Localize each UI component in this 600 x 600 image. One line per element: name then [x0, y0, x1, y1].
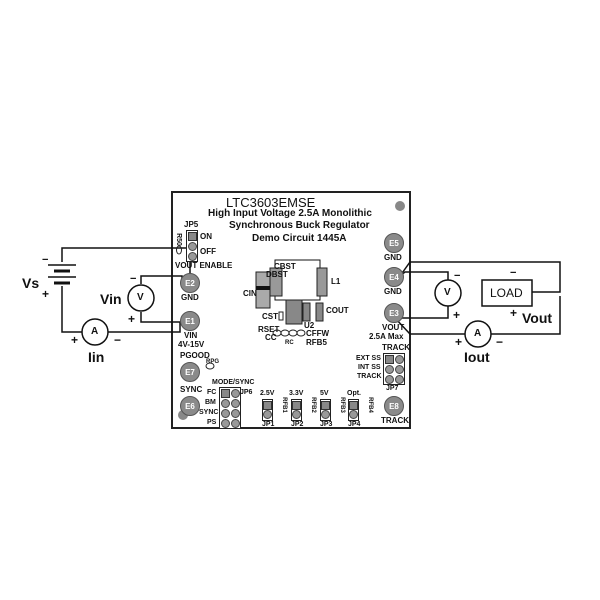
- terminal-e4[interactable]: E4: [384, 267, 404, 287]
- rset-label: RSET: [258, 325, 280, 334]
- vout-max: 2.5A Max: [369, 332, 404, 341]
- l1-label: L1: [331, 277, 341, 286]
- e1-label: VIN: [184, 331, 198, 340]
- sync-label: SYNC: [180, 385, 203, 394]
- cst-label: CST: [262, 312, 278, 321]
- jp5-off: OFF: [200, 247, 216, 256]
- jp6-label: JP6: [240, 389, 253, 396]
- vin-plus: +: [128, 312, 136, 326]
- terminal-e6[interactable]: E6: [180, 396, 200, 416]
- e2-label: GND: [181, 293, 199, 302]
- vin-voltmeter: V: [137, 292, 144, 303]
- iin-label: Iin: [88, 349, 105, 365]
- jp5-on: ON: [200, 232, 212, 241]
- cout-label: COUT: [326, 306, 349, 315]
- jp3-voltage: 5V: [320, 390, 329, 397]
- cc-label: CC: [265, 333, 277, 342]
- part-number: LTC3603EMSE: [226, 195, 316, 210]
- jp6-title: MODE/SYNC: [212, 379, 255, 386]
- vout-minus: −: [454, 270, 461, 282]
- rfb1-label: RFB1: [280, 397, 287, 413]
- pgood-label: PGOOD: [180, 351, 210, 360]
- jp1-label: JP1: [262, 421, 275, 428]
- iout-plus: +: [455, 335, 463, 349]
- jp2-voltage: 3.3V: [289, 390, 304, 397]
- jp7-title: TRACK: [382, 343, 410, 352]
- iin-plus: +: [71, 333, 79, 347]
- jp4-label: JP4: [348, 421, 361, 428]
- rc-label: RC: [285, 340, 294, 346]
- cin-label: CIN: [243, 289, 257, 298]
- jp6-header[interactable]: [219, 387, 241, 429]
- vout-plus: +: [453, 308, 461, 322]
- e5-label: GND: [384, 253, 402, 262]
- dbst-label: DBST: [266, 270, 288, 279]
- iin-ammeter: A: [91, 326, 99, 337]
- jp4-voltage: Opt.: [347, 390, 361, 397]
- rfb4-label: RFB4: [366, 397, 373, 413]
- terminal-e5[interactable]: E5: [384, 233, 404, 253]
- jp6-row: SYNC: [199, 409, 219, 416]
- jp6-row: PS: [207, 419, 217, 426]
- terminal-e3[interactable]: E3: [384, 303, 404, 323]
- jp6-row: BM: [205, 399, 216, 406]
- vout-voltmeter: V: [444, 287, 451, 298]
- e4-label: GND: [384, 287, 402, 296]
- iout-minus: −: [496, 335, 504, 349]
- terminal-e7[interactable]: E7: [180, 362, 200, 382]
- e8-label: TRACK: [381, 416, 409, 425]
- board-title-2: Synchronous Buck Regulator: [229, 220, 370, 231]
- u2-label: U2: [304, 321, 315, 330]
- jp7-header[interactable]: [383, 353, 405, 385]
- load-minus: −: [510, 267, 517, 279]
- r50-label: R50: [174, 233, 182, 246]
- iin-minus: −: [114, 333, 122, 347]
- iout-ammeter: A: [474, 328, 482, 339]
- jp5-label: JP5: [184, 220, 199, 229]
- rfb2-label: RFB2: [309, 397, 316, 413]
- cbst-label: CBST: [274, 262, 296, 271]
- vin-range: 4V-15V: [178, 340, 205, 349]
- load-plus: +: [510, 306, 518, 320]
- iout-label: Iout: [464, 349, 490, 365]
- vin-meter-label: Vin: [100, 291, 122, 307]
- jp7-row: INT SS: [358, 364, 381, 371]
- terminal-e2[interactable]: E2: [180, 273, 200, 293]
- jp5-header[interactable]: [186, 230, 198, 262]
- jp1-voltage: 2.5V: [260, 390, 275, 397]
- rfb3-label: RFB3: [338, 397, 345, 413]
- jp5-caption: VOUT ENABLE: [175, 261, 233, 270]
- board-title-3: Demo Circuit 1445A: [252, 233, 347, 244]
- load-box: LOAD: [490, 286, 523, 300]
- vout-meter-label: Vout: [522, 310, 553, 326]
- rfb5-label: RFB5: [306, 338, 327, 347]
- rpg-label: RPG: [206, 359, 220, 365]
- jp3-label: JP3: [320, 421, 333, 428]
- terminal-e1[interactable]: E1: [180, 311, 200, 331]
- vs-label: Vs: [22, 275, 40, 291]
- jp6-row: FC: [207, 389, 217, 396]
- cffw-label: CFFW: [306, 329, 330, 338]
- battery-plus: +: [42, 287, 50, 301]
- terminal-e8[interactable]: E8: [384, 396, 404, 416]
- jp2-label: JP2: [291, 421, 304, 428]
- jp7-label: JP7: [386, 385, 399, 392]
- board-title-1: High Input Voltage 2.5A Monolithic: [208, 208, 372, 219]
- e3-label: VOUT: [382, 323, 405, 332]
- battery-minus: −: [42, 254, 49, 266]
- jp7-row: EXT SS: [356, 355, 381, 362]
- jp7-row: TRACK: [357, 373, 382, 380]
- vin-minus: −: [130, 273, 137, 285]
